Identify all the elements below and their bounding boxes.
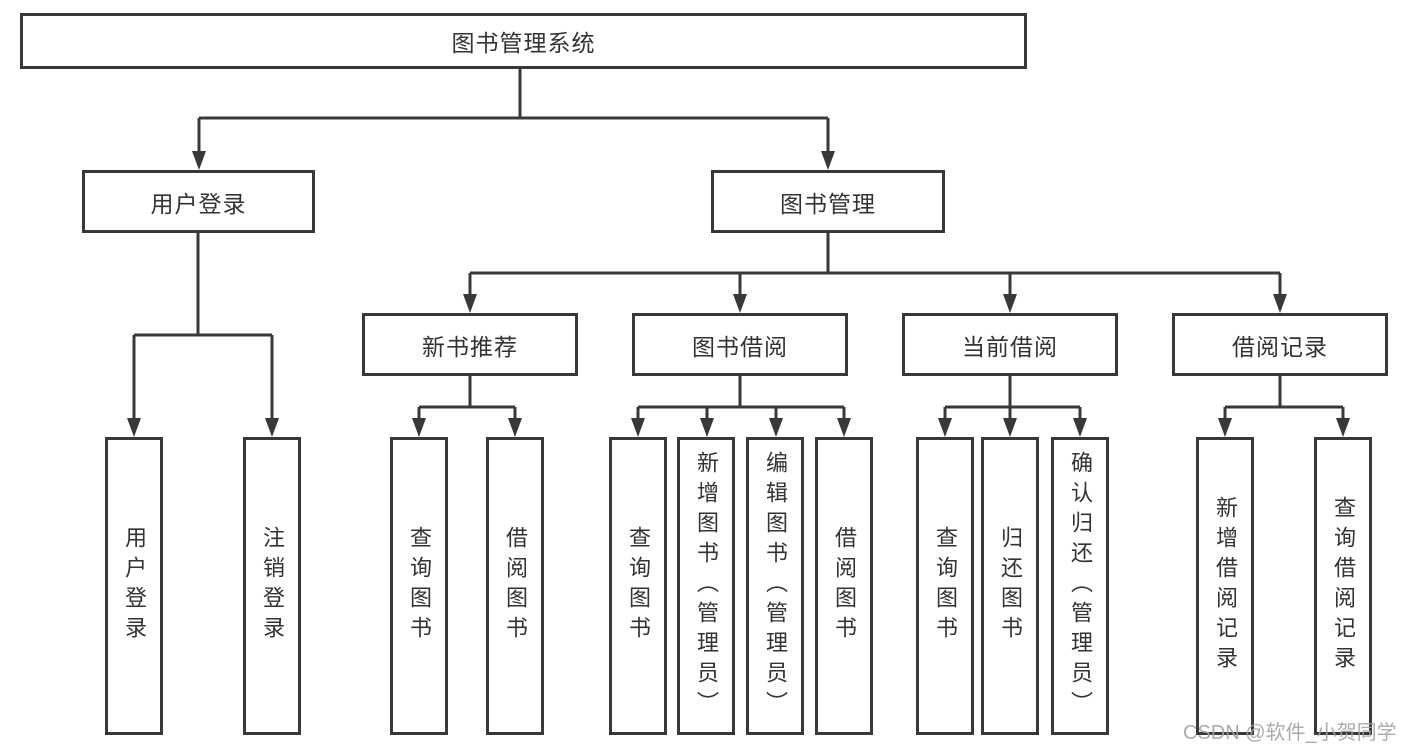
leaf-confirm-return-admin-label: 确认归还（管理员） (1068, 451, 1093, 721)
leaf-add-borrow-record-label: 新增借阅记录 (1213, 496, 1238, 676)
arrowhead-leaf-7 (769, 418, 783, 437)
arrowhead-book-management (821, 151, 835, 170)
arrowhead-leaf-11 (1073, 418, 1087, 437)
leaf-query-borrow-record: 查询借阅记录 (1314, 437, 1372, 735)
node-book-borrow-label: 图书借阅 (692, 333, 788, 360)
leaf-return-books-label: 归还图书 (998, 526, 1023, 646)
leaf-add-books-admin: 新增图书（管理员） (677, 437, 735, 735)
leaf-add-books-admin-label: 新增图书（管理员） (694, 451, 719, 721)
leaf-borrow-books-label: 借阅图书 (832, 526, 857, 646)
arrowhead-logout-leaf (265, 418, 279, 437)
arrowhead-leaf-5 (631, 418, 645, 437)
arrowhead-leaf-6 (700, 418, 714, 437)
leaf-logout: 注销登录 (243, 437, 301, 735)
node-current-borrow: 当前借阅 (902, 313, 1118, 376)
arrowhead-leaf-4 (508, 418, 522, 437)
leaf-query-books-current-label: 查询图书 (933, 526, 958, 646)
leaf-query-books-recommend-label: 查询图书 (407, 526, 432, 646)
connector-borrow-record (1223, 376, 1345, 422)
arrowhead-new-book (463, 294, 477, 313)
connector-new-book (417, 376, 517, 422)
connector-current-borrow (943, 376, 1082, 422)
arrowhead-leaf-12 (1218, 418, 1232, 437)
leaf-logout-label: 注销登录 (260, 526, 285, 646)
leaf-user-login-label: 用户登录 (122, 526, 147, 646)
arrowhead-current-borrow (1003, 294, 1017, 313)
leaf-edit-books-admin-label: 编辑图书（管理员） (763, 451, 788, 721)
arrowhead-leaf-3 (412, 418, 426, 437)
arrowhead-borrow-record (1273, 294, 1287, 313)
arrowhead-user-login (192, 151, 206, 170)
node-book-management: 图书管理 (711, 170, 945, 233)
node-borrow-record-label: 借阅记录 (1232, 333, 1328, 360)
leaf-query-books-borrow-label: 查询图书 (626, 526, 651, 646)
leaf-query-borrow-record-label: 查询借阅记录 (1331, 496, 1356, 676)
leaf-user-login: 用户登录 (105, 437, 163, 735)
csdn-watermark: CSDN @软件_小贺同学 (1183, 722, 1397, 744)
node-book-management-label: 图书管理 (780, 190, 876, 217)
node-root-label: 图书管理系统 (451, 30, 596, 56)
node-book-borrow: 图书借阅 (632, 313, 848, 376)
leaf-borrow-books-recommend-label: 借阅图书 (503, 526, 528, 646)
leaf-confirm-return-admin: 确认归还（管理员） (1051, 437, 1109, 735)
connector-user-login (132, 233, 274, 422)
leaf-edit-books-admin: 编辑图书（管理员） (746, 437, 804, 735)
connector-root (197, 69, 830, 155)
leaf-borrow-books: 借阅图书 (815, 437, 873, 735)
arrowhead-login-leaf (127, 418, 141, 437)
leaf-return-books: 归还图书 (981, 437, 1039, 735)
node-user-login-label: 用户登录 (150, 190, 247, 217)
node-new-book-recommend: 新书推荐 (362, 313, 578, 376)
arrowhead-leaf-13 (1336, 418, 1350, 437)
node-new-book-recommend-label: 新书推荐 (422, 333, 518, 360)
node-borrow-record: 借阅记录 (1172, 313, 1388, 376)
node-user-login: 用户登录 (82, 170, 315, 233)
leaf-query-books-recommend: 查询图书 (390, 437, 448, 735)
leaf-add-borrow-record: 新增借阅记录 (1196, 437, 1254, 735)
arrowhead-book-borrow (733, 294, 747, 313)
leaf-borrow-books-recommend: 借阅图书 (486, 437, 544, 735)
arrowhead-leaf-8 (837, 418, 851, 437)
node-root-system: 图书管理系统 (20, 13, 1027, 69)
connector-book-borrow (636, 376, 846, 422)
arrowhead-leaf-10 (1003, 418, 1017, 437)
node-current-borrow-label: 当前借阅 (962, 333, 1058, 360)
leaf-query-books-borrow: 查询图书 (609, 437, 667, 735)
arrowhead-leaf-9 (938, 418, 952, 437)
connector-book-management (468, 233, 1282, 298)
leaf-query-books-current: 查询图书 (916, 437, 974, 735)
